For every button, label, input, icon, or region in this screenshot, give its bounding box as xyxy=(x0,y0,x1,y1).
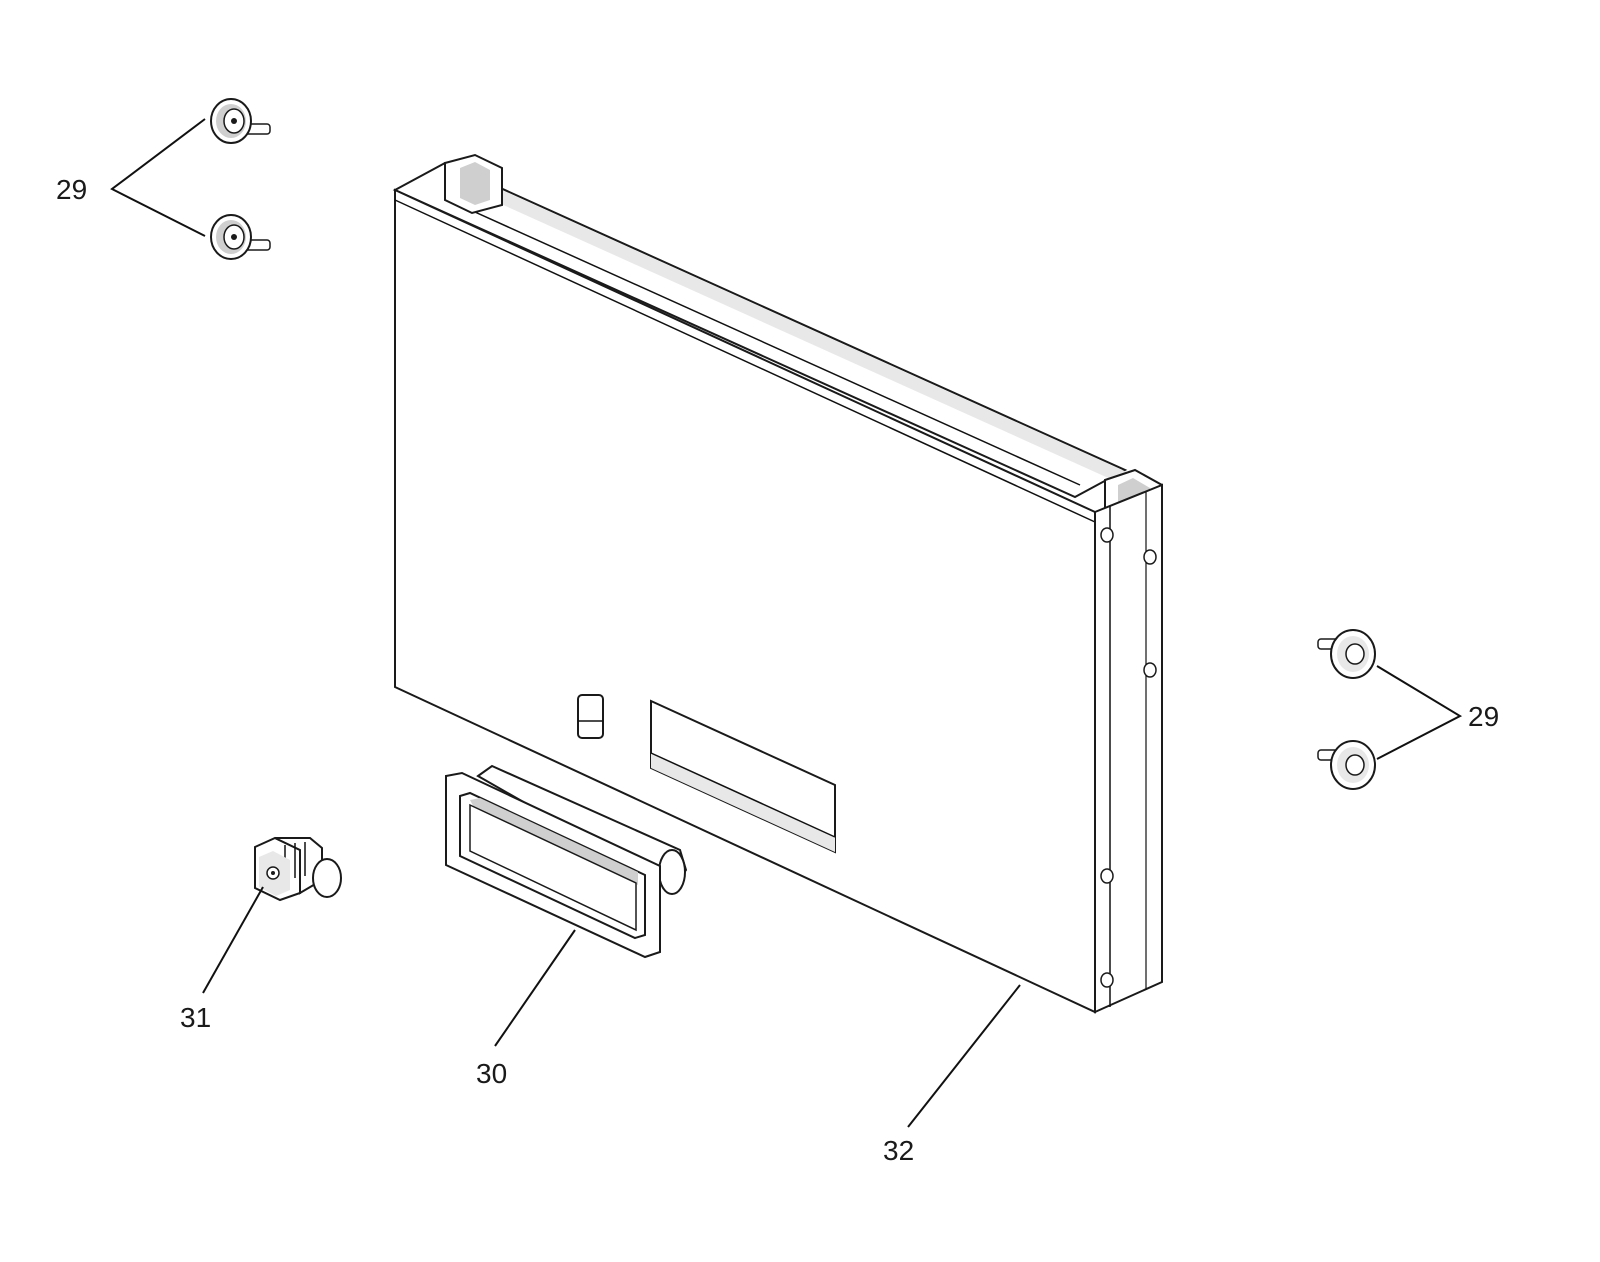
callout-29-top-left: 29 xyxy=(56,174,87,205)
screws-right xyxy=(1317,629,1376,790)
leader-30 xyxy=(494,929,576,1047)
screw-lower xyxy=(210,214,271,260)
leader-29-top-left xyxy=(110,118,206,237)
leader-31 xyxy=(202,886,264,994)
handle-recess xyxy=(445,764,688,959)
callout-30: 30 xyxy=(476,1058,507,1089)
leader-29-right xyxy=(1376,665,1463,760)
callout-labels: 29 29 30 31 32 xyxy=(56,174,1499,1166)
screw-upper xyxy=(210,98,271,144)
callout-29-right: 29 xyxy=(1468,701,1499,732)
callout-31: 31 xyxy=(180,1002,211,1033)
panel-frame xyxy=(392,153,1163,1014)
latch-clip xyxy=(254,836,342,902)
leader-32 xyxy=(907,984,1021,1128)
screw-lower-right xyxy=(1317,740,1376,790)
leader-lines xyxy=(110,118,1463,1128)
screws-top-left xyxy=(210,98,271,260)
screw-upper-right xyxy=(1317,629,1376,679)
callout-32: 32 xyxy=(883,1135,914,1166)
